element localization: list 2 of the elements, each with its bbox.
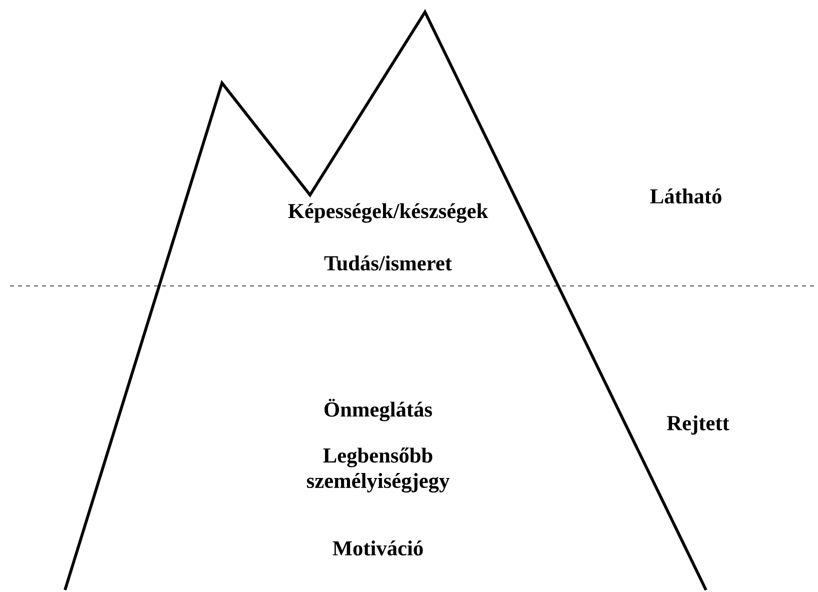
zone-label: Rejtett <box>666 415 730 435</box>
zone-label: Látható <box>650 188 722 204</box>
